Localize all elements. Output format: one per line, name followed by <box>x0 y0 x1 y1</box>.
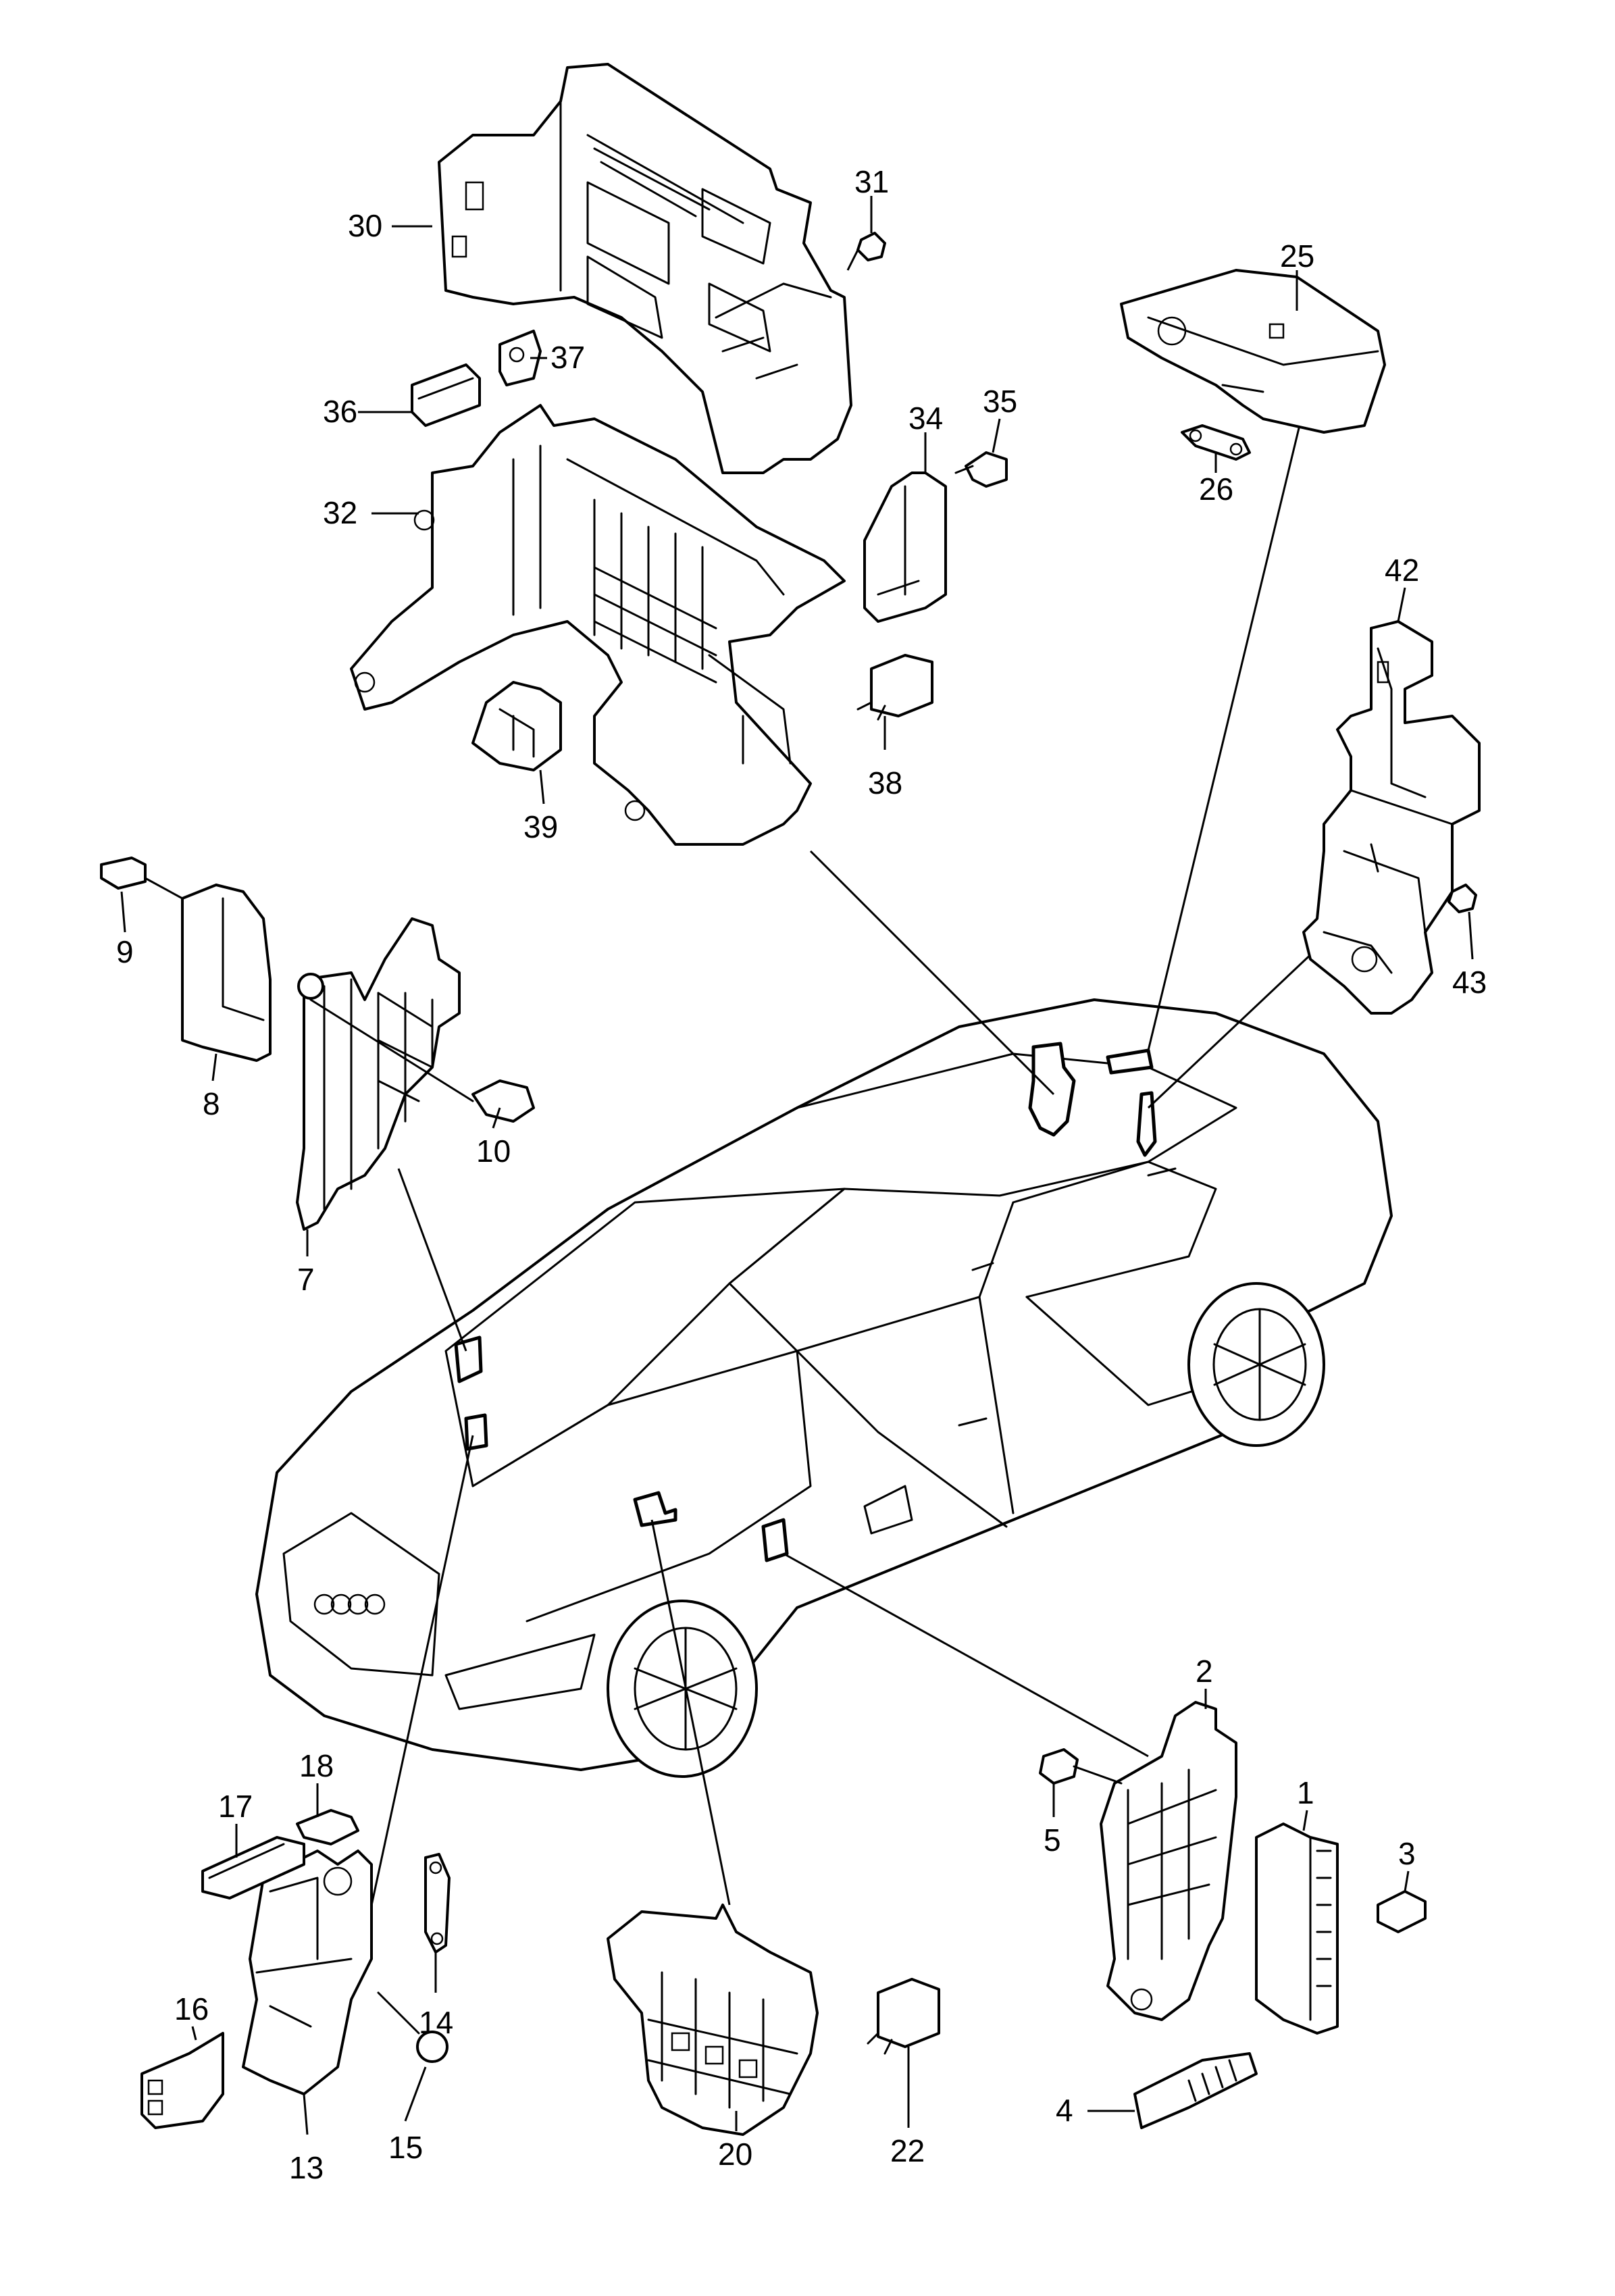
callout-4: 4 <box>1056 2093 1073 2128</box>
part-37-clip <box>498 330 542 386</box>
part-15-bolt <box>377 1991 448 2063</box>
grille-emblem <box>313 1593 386 1615</box>
callout-9: 9 <box>116 934 134 969</box>
callout-38: 38 <box>868 765 902 800</box>
rear-wheel <box>1187 1282 1325 1447</box>
part-14-strap <box>424 1853 451 1954</box>
front-wheel <box>607 1600 758 1778</box>
part-39-relay-socket <box>471 681 562 771</box>
callout-2: 2 <box>1196 1654 1213 1689</box>
callout-17: 17 <box>218 1789 253 1824</box>
callout-15: 15 <box>388 2130 423 2165</box>
part-9-fuse <box>100 857 183 900</box>
callout-31: 31 <box>854 164 889 199</box>
location-leaders <box>350 408 1329 2000</box>
callout-leaders <box>120 196 1474 2135</box>
callout-7: 7 <box>297 1262 315 1297</box>
callout-43: 43 <box>1452 965 1487 1000</box>
callout-36: 36 <box>323 394 357 429</box>
part-22-relay <box>867 1978 940 2055</box>
part-10-bolt <box>297 973 535 1123</box>
callout-8: 8 <box>203 1086 220 1121</box>
part-43-nut <box>1447 884 1477 913</box>
callout-13: 13 <box>289 2150 324 2185</box>
callout-22: 22 <box>890 2133 925 2168</box>
callout-37: 37 <box>550 340 585 375</box>
callout-numbers: 30 31 25 26 36 37 32 34 35 38 39 42 43 9… <box>116 164 1487 2185</box>
part-13-relay-bracket <box>242 1849 373 2095</box>
part-26-bracket <box>1181 424 1251 461</box>
part-31-nut <box>846 232 886 271</box>
part-16-connector <box>140 2032 224 2129</box>
callout-26: 26 <box>1199 471 1233 507</box>
part-3-fuse <box>1377 1890 1427 1933</box>
part-2-fuse-carrier <box>1100 1701 1237 2021</box>
callout-5: 5 <box>1044 1822 1061 1858</box>
callout-35: 35 <box>983 384 1017 419</box>
callout-16: 16 <box>174 1991 209 2026</box>
part-38-relay <box>856 654 933 721</box>
vehicle-outline <box>255 998 1393 1778</box>
callout-34: 34 <box>908 401 943 436</box>
callout-18: 18 <box>299 1748 334 1783</box>
part-4-fuse-strip <box>1133 2052 1258 2129</box>
callout-1: 1 <box>1297 1775 1314 1810</box>
part-30-cover <box>438 63 852 474</box>
part-36-fuse-holder <box>411 363 481 427</box>
callout-3: 3 <box>1398 1836 1416 1871</box>
callout-10: 10 <box>476 1133 511 1169</box>
callout-32: 32 <box>323 495 357 530</box>
part-42-bracket <box>1302 620 1481 1015</box>
part-5-bolt <box>1039 1748 1123 1785</box>
part-17-fuse-holder <box>201 1836 305 1899</box>
part-32-relay-bracket <box>350 404 846 846</box>
part-1-fuse-cover <box>1255 1822 1339 2035</box>
part-25-control-module <box>1120 269 1386 434</box>
callout-25: 25 <box>1280 238 1314 274</box>
callout-20: 20 <box>718 2137 752 2172</box>
callout-30: 30 <box>348 208 382 243</box>
callout-14: 14 <box>419 2005 453 2040</box>
callout-39: 39 <box>523 809 558 844</box>
part-20-relay-carrier <box>607 1904 819 2136</box>
part-7-fuse-carrier <box>296 917 461 1231</box>
part-35-fuse <box>954 451 1008 488</box>
part-18-fuse <box>296 1809 359 1845</box>
callout-42: 42 <box>1385 553 1419 588</box>
part-8-fuse-cover <box>181 884 272 1062</box>
part-34-cover <box>863 471 947 623</box>
